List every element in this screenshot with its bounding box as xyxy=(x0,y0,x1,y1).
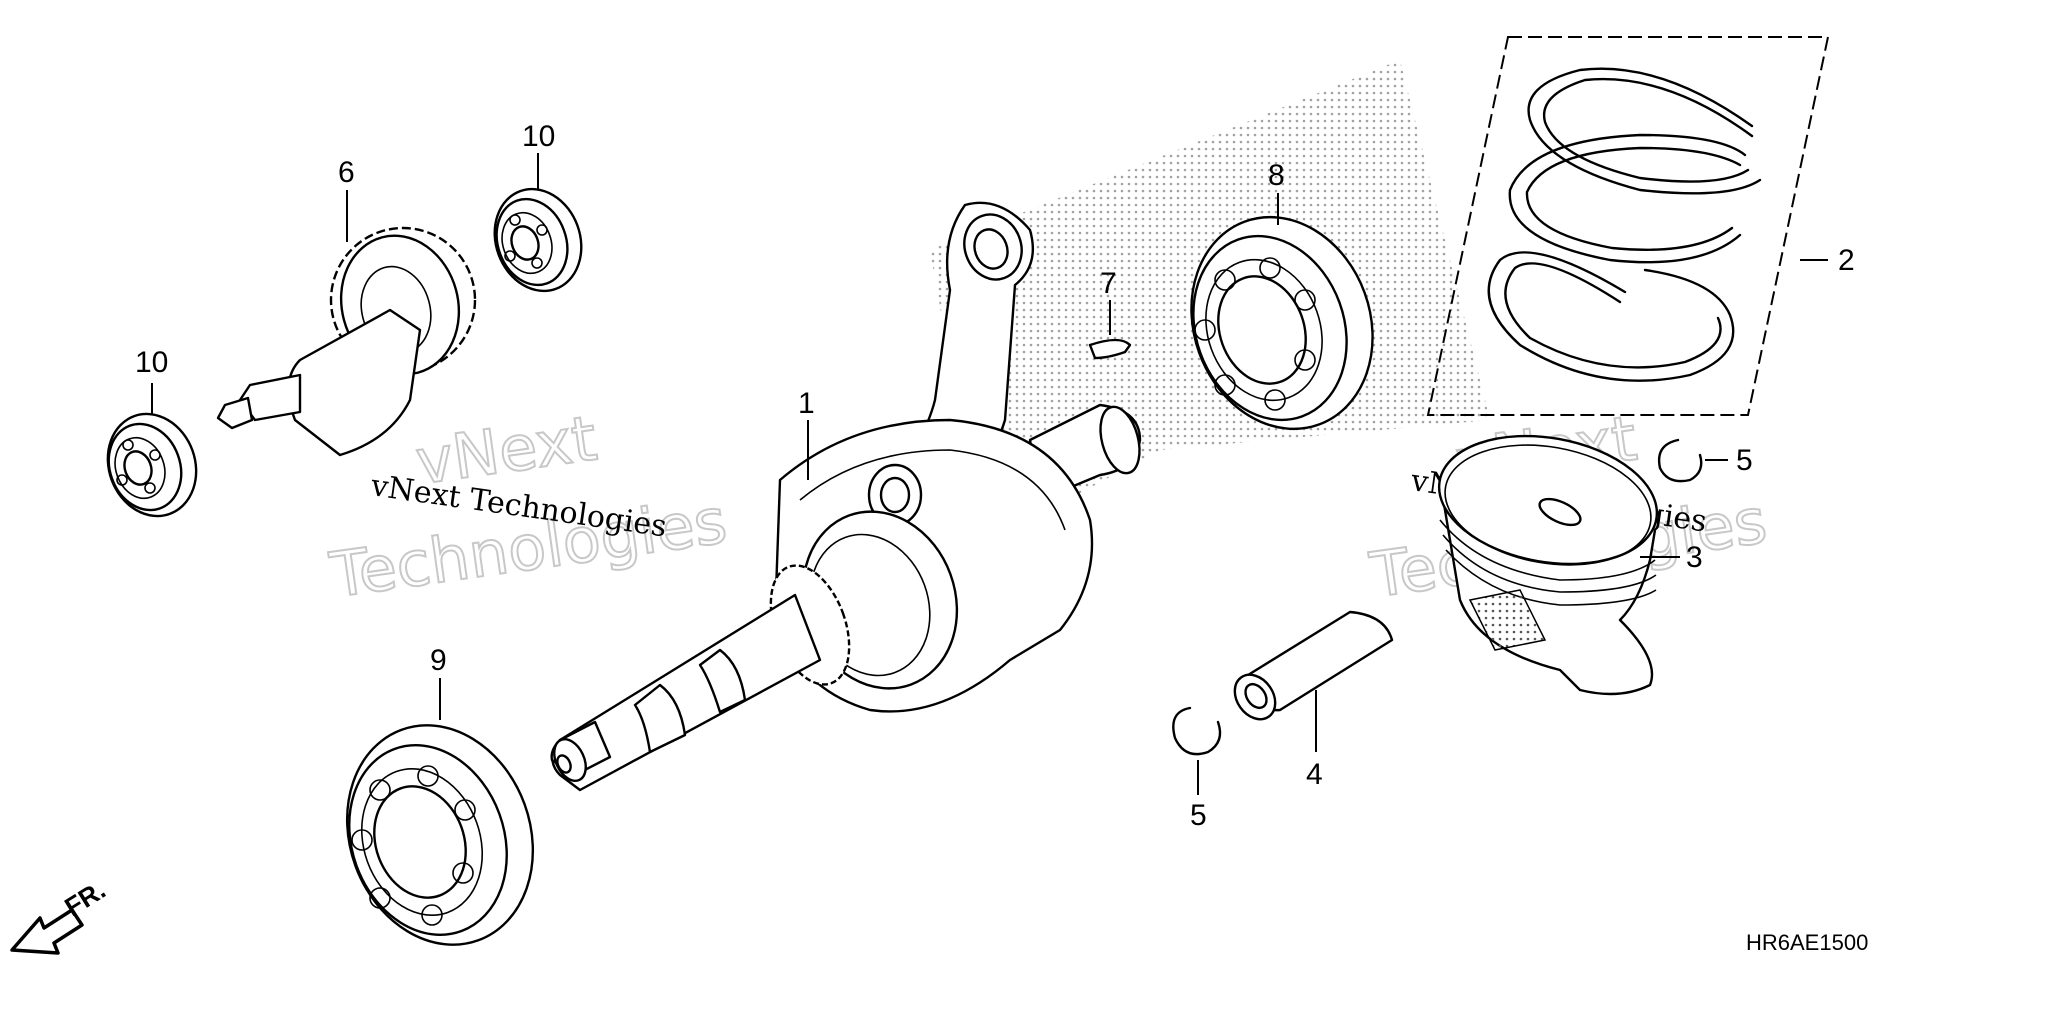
callout-4: 4 xyxy=(1306,758,1323,791)
front-arrow-icon xyxy=(10,908,84,955)
callout-6: 6 xyxy=(338,156,355,189)
diagram-code: HR6AE1500 xyxy=(1746,930,1868,955)
pin-clip-left-part xyxy=(1172,706,1222,756)
callout-10-top: 10 xyxy=(522,120,555,153)
piston-ring-set-part xyxy=(1426,36,1830,416)
piston-part xyxy=(1437,434,1659,696)
callout-5-right: 5 xyxy=(1736,444,1753,477)
balancer-shaft-part xyxy=(216,226,477,457)
callout-7: 7 xyxy=(1100,267,1117,300)
pin-clip-right-part xyxy=(1657,438,1703,483)
front-direction-arrow: FR. xyxy=(10,874,111,955)
bearing-small-top-part xyxy=(493,187,583,293)
callout-3: 3 xyxy=(1686,541,1703,574)
callout-8: 8 xyxy=(1268,159,1285,192)
callout-1: 1 xyxy=(798,387,815,420)
callout-9: 9 xyxy=(430,644,447,677)
bearing-right-part xyxy=(1190,215,1374,431)
callout-2: 2 xyxy=(1838,244,1855,277)
bearing-left-part xyxy=(345,724,535,946)
piston-pin-part xyxy=(1233,610,1394,721)
woodruff-key-part xyxy=(1088,338,1132,360)
crankshaft-part xyxy=(550,201,1142,792)
callout-5-left: 5 xyxy=(1190,799,1207,832)
callout-10-left: 10 xyxy=(135,346,168,379)
bearing-small-left-part xyxy=(106,412,198,518)
